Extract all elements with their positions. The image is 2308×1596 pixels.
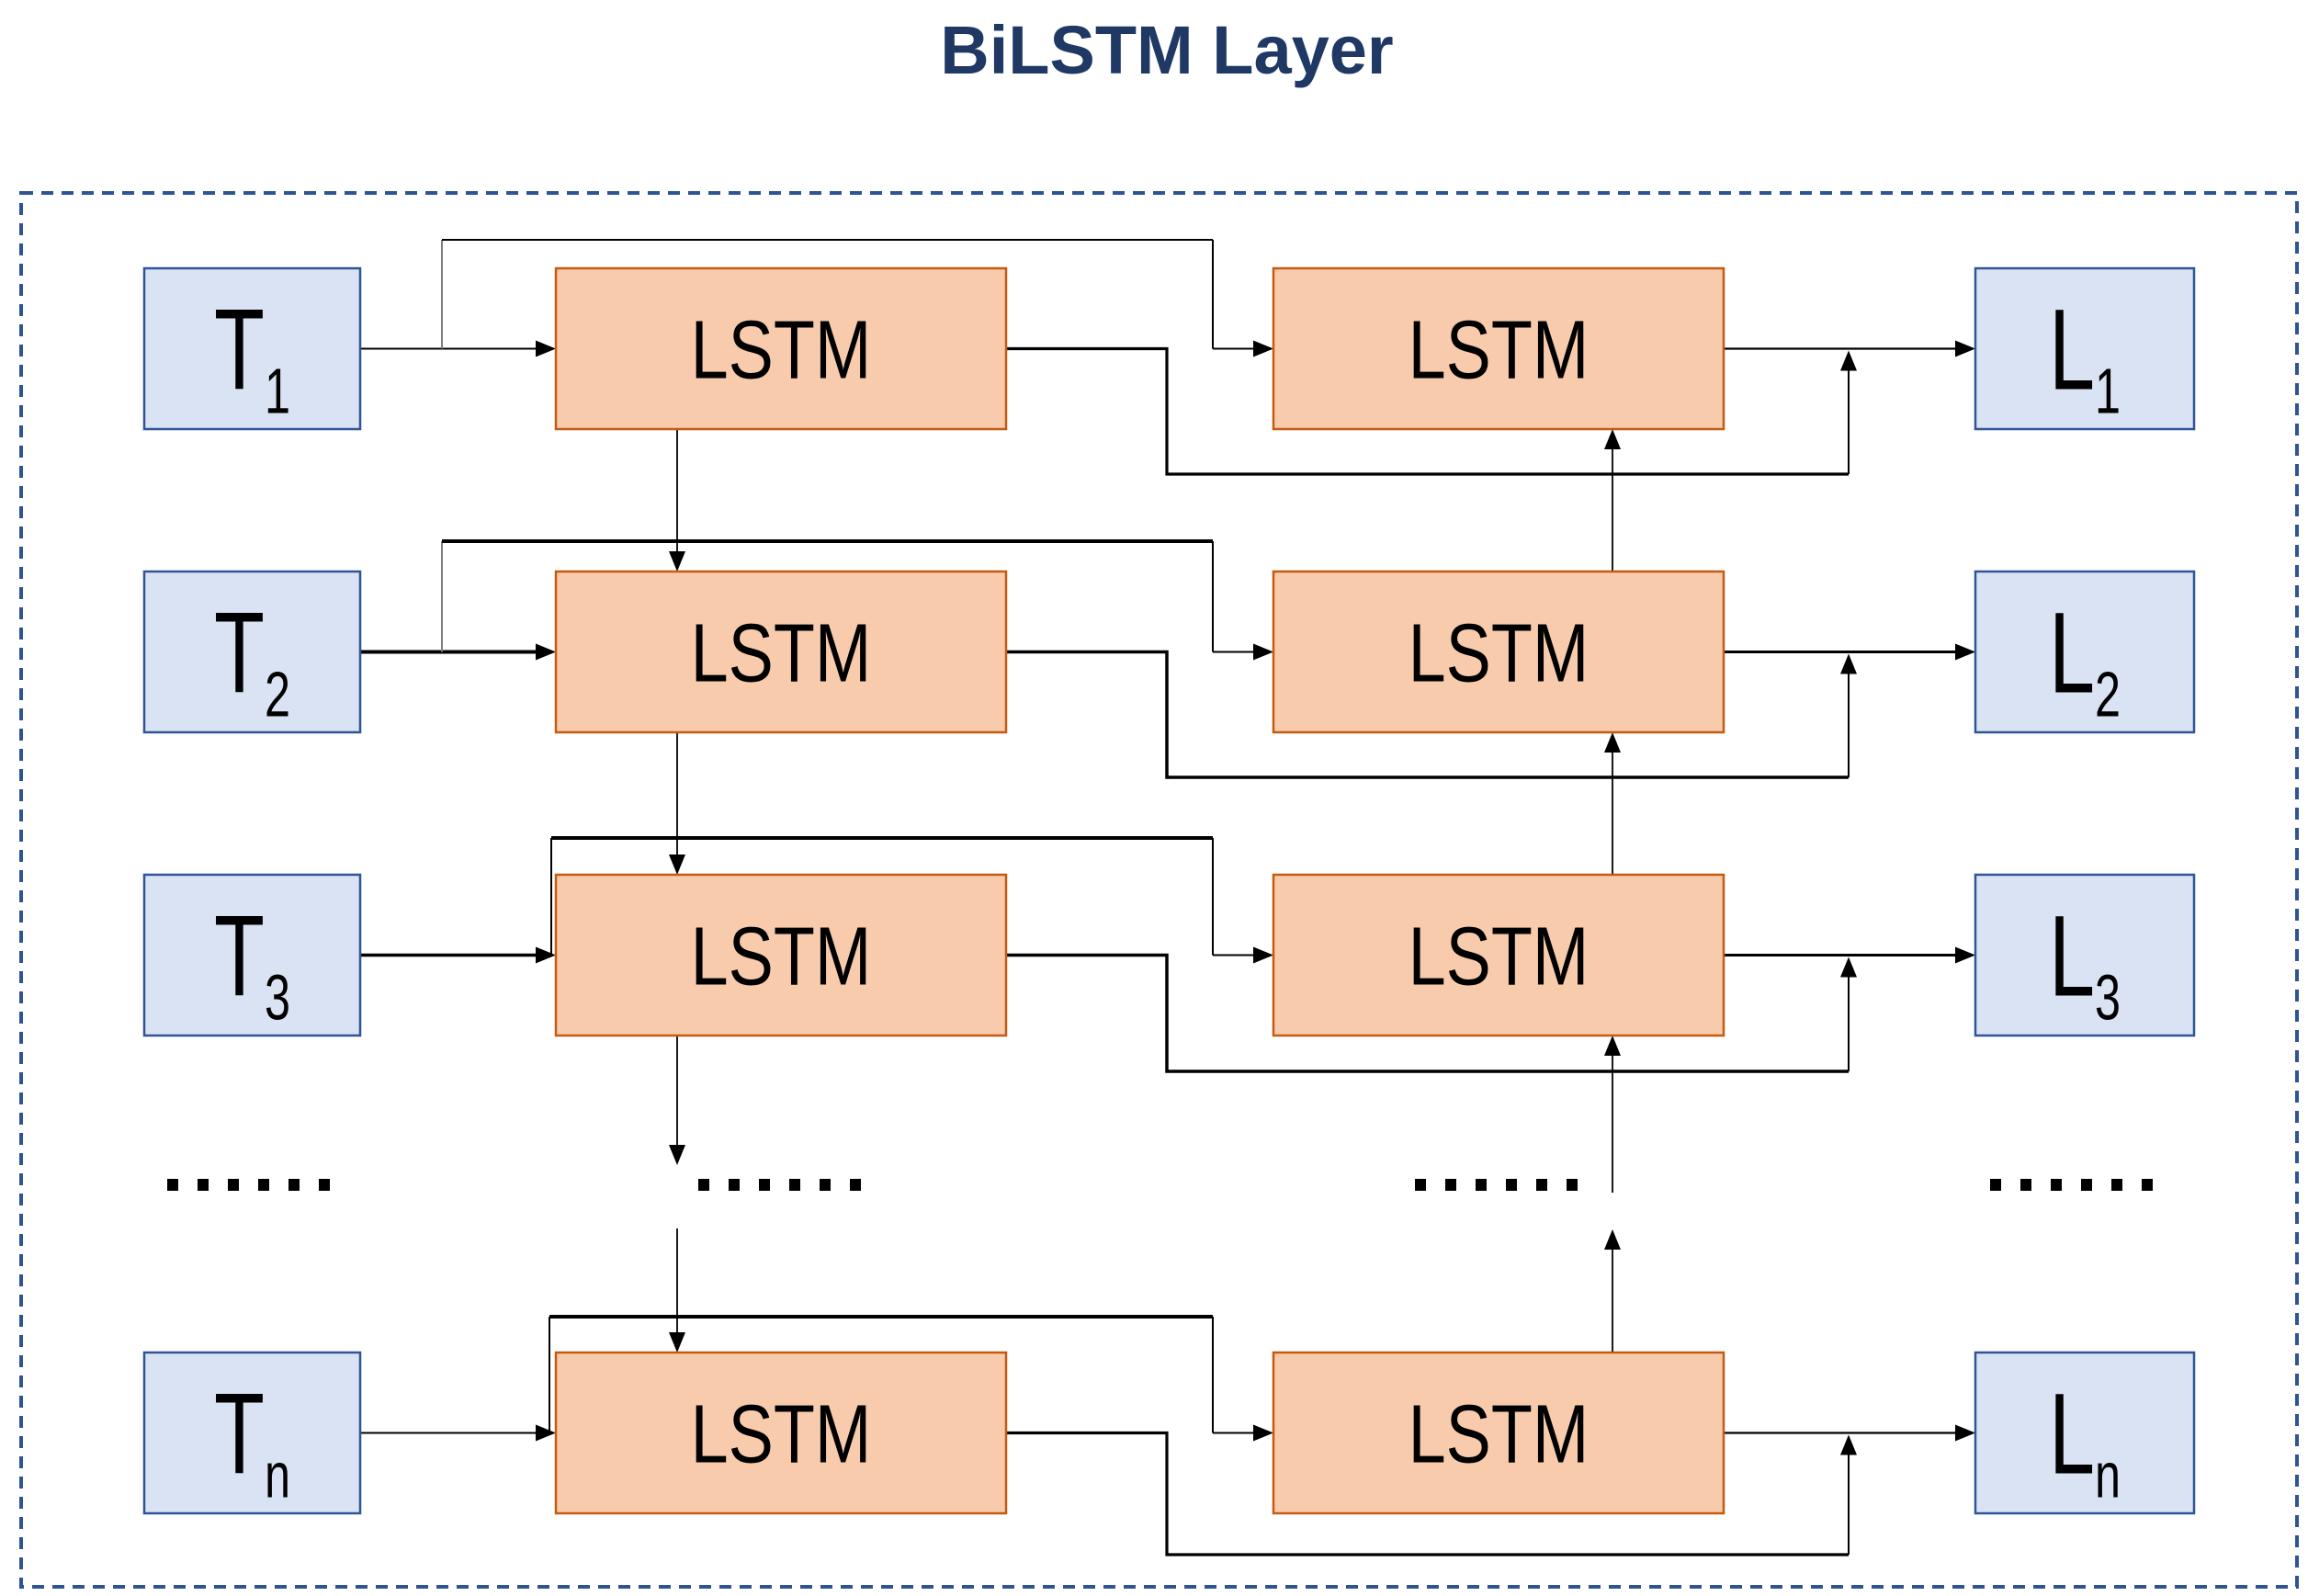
input-box-T3 — [142, 873, 362, 1037]
forward-output-up-arrow-icon-row-2 — [1840, 653, 1857, 674]
forward-output-under-route-row-n — [1006, 1431, 1849, 1556]
ellipsis-group-output — [1990, 1179, 2153, 1191]
input-to-forward-arrow-icon-row-3 — [536, 946, 556, 964]
forward-state-down-arrow-icon-0 — [669, 551, 685, 572]
output-box-L2 — [1974, 570, 2196, 734]
input-box-T1 — [142, 266, 362, 431]
forward-output-up-arrow-icon-row-1 — [1840, 350, 1857, 371]
ellipsis-dot — [698, 1179, 709, 1191]
output-box-Ln — [1974, 1351, 2196, 1515]
ellipsis-dot — [1506, 1179, 1517, 1191]
ellipsis-dot — [1990, 1179, 2001, 1191]
backward-state-up-arrow-icon-0 — [1604, 429, 1621, 449]
ellipsis-dot — [820, 1179, 831, 1191]
backward-to-output-arrow-icon-row-3 — [1955, 946, 1975, 964]
ellipsis-layer — [167, 1179, 2153, 1191]
forward-lstm-box-row-n — [554, 1351, 1008, 1515]
ellipsis-dot — [2051, 1179, 2062, 1191]
output-label-L1: L1 — [2049, 286, 2121, 426]
ellipsis-dot — [1415, 1179, 1426, 1191]
ellipsis-dot — [759, 1179, 770, 1191]
backward-lstm-label-row-2: LSTM — [1409, 608, 1590, 700]
bypass-entry-arrow-icon-row-2 — [1253, 643, 1273, 661]
ellipsis-dot — [228, 1179, 239, 1191]
forward-state-down-arrow-icon-1 — [669, 855, 685, 875]
ellipsis-dot — [2020, 1179, 2031, 1191]
ellipsis-dot — [2142, 1179, 2153, 1191]
ellipsis-dot — [1476, 1179, 1487, 1191]
ellipsis-dot — [1536, 1179, 1547, 1191]
bypass-entry-arrow-icon-row-3 — [1253, 946, 1273, 964]
bilstm-layer-dashed-border — [19, 191, 2299, 1589]
input-to-forward-arrow-icon-row-n — [536, 1424, 556, 1442]
backward-lstm-box-row-n — [1272, 1351, 1725, 1515]
ellipsis-group-input — [167, 1179, 330, 1191]
ellipsis-dot — [2081, 1179, 2092, 1191]
backward-to-output-arrow-icon-row-2 — [1955, 643, 1975, 661]
backward-to-output-arrow-icon-row-n — [1955, 1424, 1975, 1442]
input-to-forward-arrow-icon-row-1 — [536, 340, 556, 357]
forward-state-down-arrow-icon-3 — [669, 1332, 685, 1353]
forward-lstm-box-row-3 — [554, 873, 1008, 1037]
bypass-entry-arrow-icon-row-1 — [1253, 340, 1273, 357]
ellipsis-dot — [288, 1179, 300, 1191]
connector-lines-layer — [360, 239, 1975, 1556]
forward-output-under-route-row-1 — [1006, 346, 1849, 476]
forward-state-down-arrow-icon-2 — [669, 1145, 685, 1165]
ellipsis-group-forward — [698, 1179, 861, 1191]
backward-lstm-box-row-1 — [1272, 266, 1725, 431]
backward-state-up-arrow-icon-2 — [1604, 1036, 1621, 1056]
diagram-title: BiLSTM Layer — [940, 12, 1393, 88]
forward-lstm-box-row-1 — [554, 266, 1008, 431]
forward-output-up-arrow-icon-row-n — [1840, 1434, 1857, 1455]
forward-output-under-route-row-3 — [1006, 953, 1849, 1073]
input-label-T2: T2 — [214, 589, 290, 730]
input-box-T2 — [142, 570, 362, 734]
ellipsis-dot — [319, 1179, 330, 1191]
input-label-T1: T1 — [214, 286, 290, 426]
output-box-L3 — [1974, 873, 2196, 1037]
forward-lstm-label-row-2: LSTM — [691, 608, 872, 700]
ellipsis-dot — [2111, 1179, 2122, 1191]
backward-lstm-box-row-3 — [1272, 873, 1725, 1037]
backward-lstm-box-row-2 — [1272, 570, 1725, 734]
container-layer — [19, 191, 2299, 1589]
backward-state-up-arrow-icon-1 — [1604, 732, 1621, 753]
backward-lstm-label-row-1: LSTM — [1409, 305, 1590, 397]
forward-lstm-label-row-n: LSTM — [691, 1389, 872, 1481]
ellipsis-dot — [1567, 1179, 1578, 1191]
output-label-L3: L3 — [2049, 892, 2121, 1033]
input-to-forward-arrow-icon-row-2 — [536, 643, 556, 661]
backward-state-up-arrow-icon-3 — [1604, 1229, 1621, 1250]
input-label-T3: T3 — [214, 892, 290, 1033]
backward-to-output-arrow-icon-row-1 — [1955, 340, 1975, 357]
ellipsis-group-backward — [1415, 1179, 1578, 1191]
backward-lstm-label-row-3: LSTM — [1409, 911, 1590, 1003]
ellipsis-dot — [198, 1179, 209, 1191]
output-box-L1 — [1974, 266, 2196, 431]
ellipsis-dot — [167, 1179, 178, 1191]
backward-lstm-label-row-n: LSTM — [1409, 1389, 1590, 1481]
ellipsis-dot — [1445, 1179, 1456, 1191]
output-label-Ln: Ln — [2049, 1370, 2121, 1511]
ellipsis-dot — [850, 1179, 861, 1191]
forward-lstm-label-row-1: LSTM — [691, 305, 872, 397]
input-label-Tn: Tn — [214, 1370, 290, 1511]
forward-lstm-box-row-2 — [554, 570, 1008, 734]
ellipsis-dot — [729, 1179, 740, 1191]
output-label-L2: L2 — [2049, 589, 2121, 730]
forward-output-up-arrow-icon-row-3 — [1840, 956, 1857, 978]
ellipsis-dot — [258, 1179, 269, 1191]
input-box-Tn — [142, 1351, 362, 1515]
ellipsis-dot — [789, 1179, 800, 1191]
forward-lstm-label-row-3: LSTM — [691, 911, 872, 1003]
bypass-entry-arrow-icon-row-n — [1253, 1424, 1273, 1442]
forward-output-under-route-row-2 — [1006, 650, 1849, 779]
